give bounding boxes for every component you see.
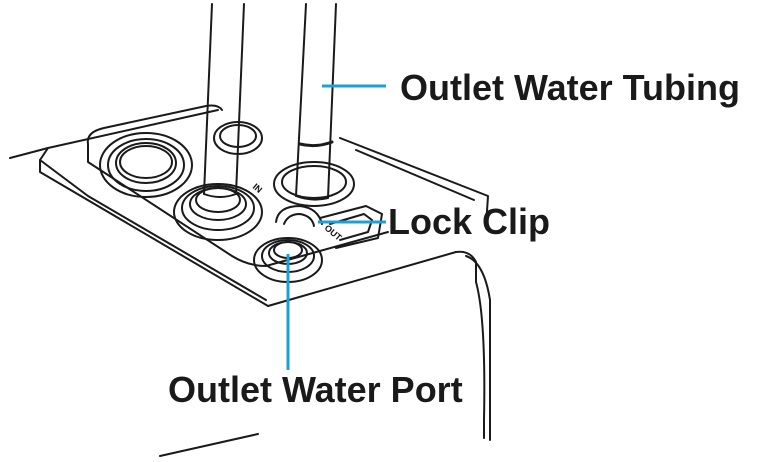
large-port xyxy=(99,132,193,198)
in-mark: IN xyxy=(251,182,264,195)
outlet-water-tubing-label: Outlet Water Tubing xyxy=(400,67,740,108)
filter-housing xyxy=(9,109,491,457)
lock-clip xyxy=(275,205,383,249)
rear-port xyxy=(273,161,355,207)
outlet-water-tubing xyxy=(295,3,337,201)
outlet-water-port-label: Outlet Water Port xyxy=(168,369,463,410)
lock-clip-label: Lock Clip xyxy=(388,201,551,242)
top-panel xyxy=(86,104,389,267)
inlet-port xyxy=(173,183,263,241)
inlet-tubing xyxy=(203,3,245,198)
